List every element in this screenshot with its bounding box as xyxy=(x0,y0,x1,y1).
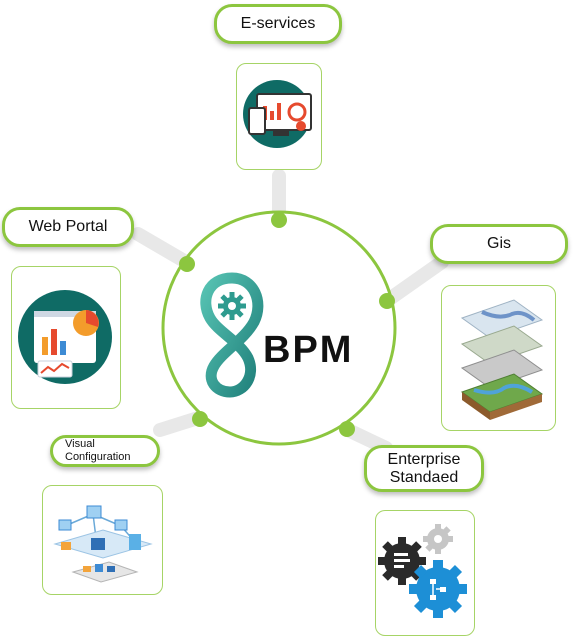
ring-dot-upper-left xyxy=(179,256,195,272)
enterprise-standard-label-line1: Enterprise xyxy=(387,450,461,468)
gray-gear-icon xyxy=(423,524,453,554)
e-services-card[interactable] xyxy=(236,63,322,170)
enterprise-standard-label-text: Enterprise Standaed xyxy=(388,451,461,487)
visual-configuration-network-icon xyxy=(53,505,153,583)
web-portal-label-text: Web Portal xyxy=(28,218,108,235)
gis-label-text: Gis xyxy=(487,235,511,252)
ring-dot-lower-left xyxy=(192,411,208,427)
enterprise-standard-label[interactable]: Enterprise Standaed xyxy=(364,445,484,492)
web-portal-card[interactable] xyxy=(11,266,121,409)
visual-configuration-label-text: Visual Configuration xyxy=(65,438,130,464)
visual-configuration-card[interactable] xyxy=(42,485,163,595)
enterprise-standard-gears-icon xyxy=(378,524,467,618)
blue-gear-icon xyxy=(409,560,467,618)
enterprise-standard-card[interactable] xyxy=(375,510,475,636)
bpm-brand-text: BPM xyxy=(263,329,354,371)
e-services-label[interactable]: E-services xyxy=(214,4,342,44)
ring-dot-lower-right xyxy=(339,421,355,437)
visual-configuration-label[interactable]: Visual Configuration xyxy=(50,435,160,467)
web-portal-dashboard-icon xyxy=(18,290,112,384)
web-portal-label[interactable]: Web Portal xyxy=(2,207,134,247)
connector-gis xyxy=(381,255,449,307)
gis-card[interactable] xyxy=(441,285,556,431)
enterprise-standard-label-line2: Standaed xyxy=(389,468,459,486)
gis-layers-icon xyxy=(460,299,544,420)
visual-configuration-label-line2: Configuration xyxy=(65,451,131,463)
ring-dot-top xyxy=(271,212,287,228)
dark-gear-icon xyxy=(378,537,426,585)
ring-dot-upper-right xyxy=(379,293,395,309)
connector-visual-configuration xyxy=(153,411,205,437)
e-services-label-text: E-services xyxy=(240,15,316,32)
e-services-monitor-icon xyxy=(243,80,312,148)
connector-web-portal xyxy=(131,227,193,269)
gis-label[interactable]: Gis xyxy=(430,224,568,264)
bpm-logo-icon xyxy=(200,272,264,398)
visual-configuration-label-line1: Visual xyxy=(65,438,95,450)
